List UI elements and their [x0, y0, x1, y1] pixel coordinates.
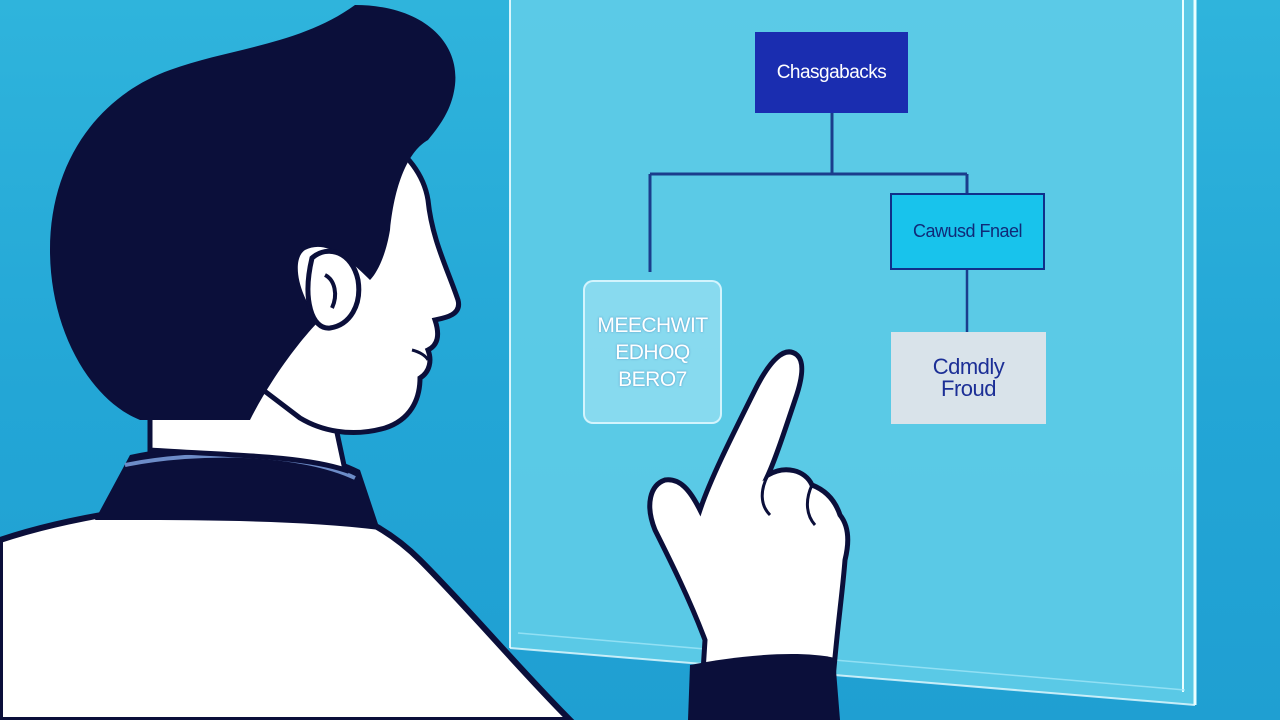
left-node-line-3: BERO7 — [618, 367, 687, 391]
person-shirt — [0, 496, 575, 720]
diagram-root-node: Chasgabacks — [755, 32, 908, 113]
person-figure — [0, 5, 575, 720]
right-bottom-node-line-2: Froud — [941, 376, 996, 401]
root-node-label: Chasgabacks — [776, 61, 887, 83]
left-node-line-2: EDHOQ — [615, 340, 690, 364]
left-node-line-1: MEECHWIT — [597, 313, 708, 337]
right-bottom-node-line-1: Cdmdly — [932, 354, 1005, 379]
diagram-right-top-node: Cawusd Fnael — [890, 193, 1045, 270]
diagram-left-node: MEECHWIT EDHOQ BERO7 — [583, 280, 722, 424]
diagram-connectors — [648, 113, 969, 332]
sleeve-cuff — [688, 654, 840, 720]
person-collar — [95, 445, 380, 530]
pointing-hand — [647, 349, 851, 720]
diagram-right-bottom-node: Cdmdly Froud — [891, 332, 1046, 424]
right-top-node-label: Cawusd Fnael — [912, 221, 1023, 241]
person-hair — [50, 5, 456, 420]
pointing-hand-icon — [647, 349, 851, 720]
